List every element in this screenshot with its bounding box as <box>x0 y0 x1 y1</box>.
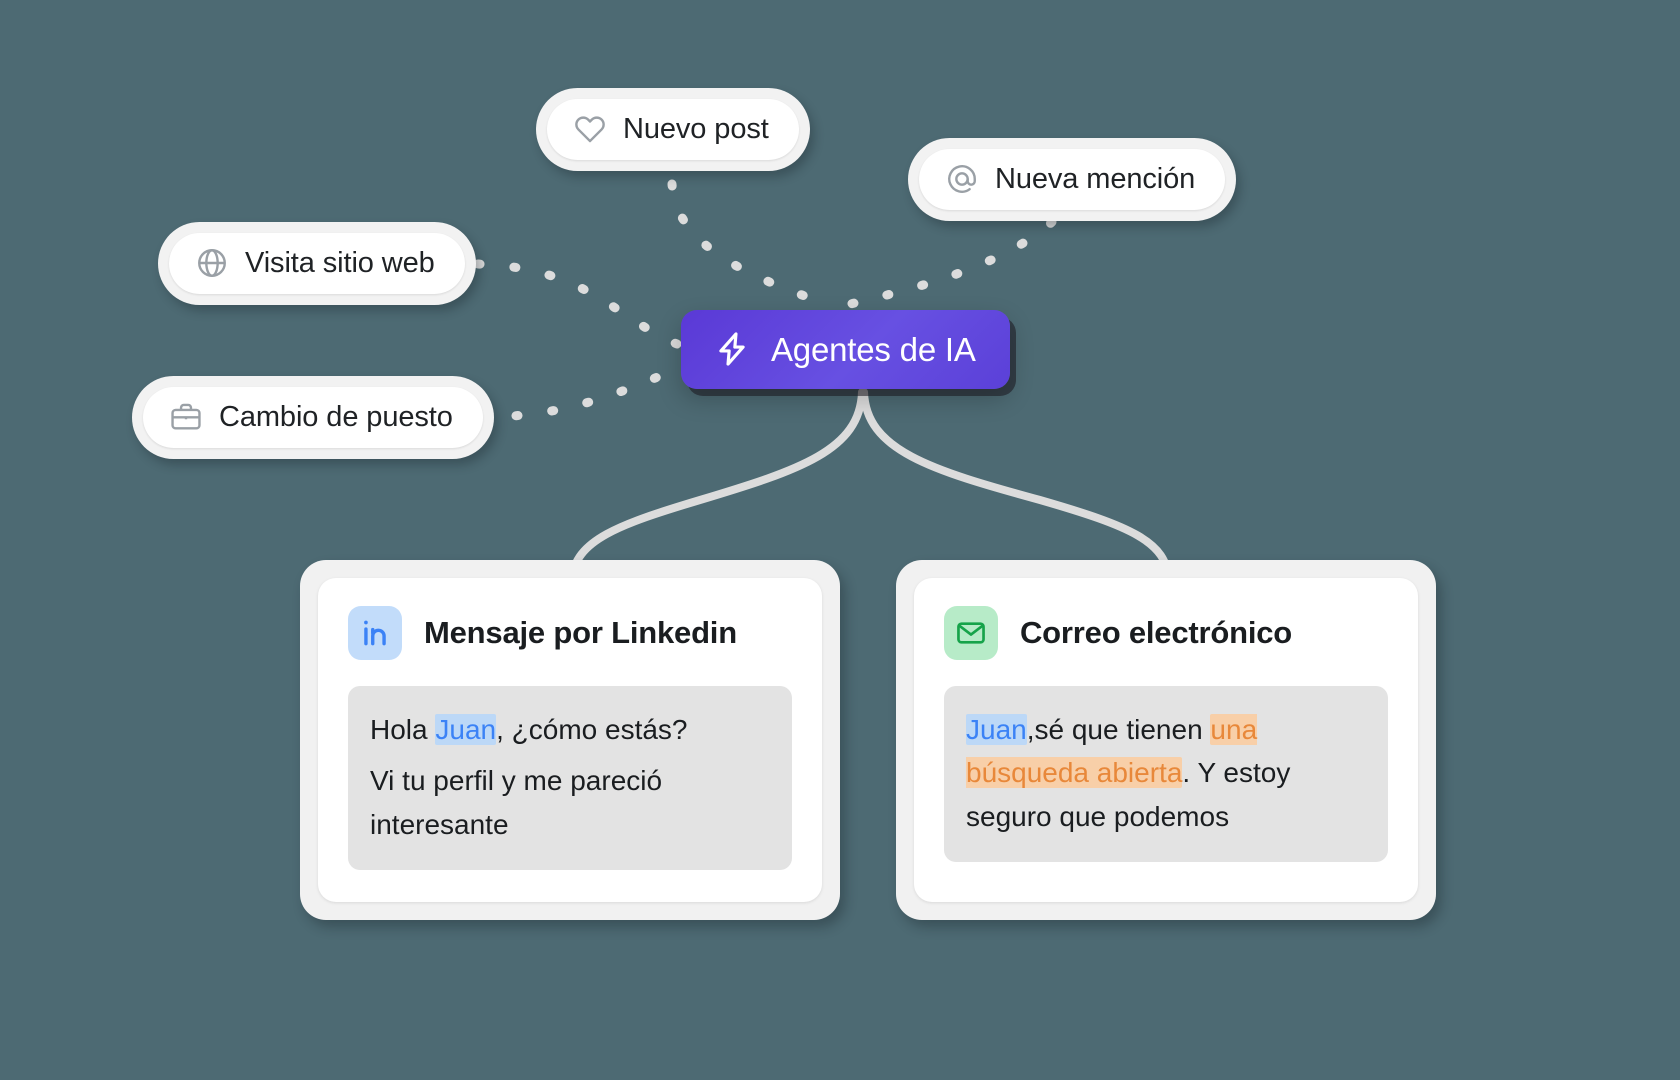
trigger-pill-nueva-mencion[interactable]: Nueva mención <box>908 138 1237 221</box>
trigger-pill-label: Nueva mención <box>995 162 1196 195</box>
message-line-1: Hola Juan, ¿cómo estás? <box>370 708 770 751</box>
connector-nueva-mencion <box>837 217 1057 311</box>
connector-visita-sitio-web <box>473 259 705 357</box>
trigger-pill-inner[interactable]: Nuevo post <box>547 99 799 160</box>
message-text-pre: Hola <box>370 714 436 745</box>
linkedin-icon <box>348 606 402 660</box>
channel-card-header: Mensaje por Linkedin <box>348 606 792 660</box>
message-line-1: Juan,sé que tienen una búsqueda abierta.… <box>966 708 1366 838</box>
message-text-tail: . Y estoy seguro que podemos <box>966 757 1291 832</box>
trigger-pill-nuevo-post[interactable]: Nuevo post <box>536 88 810 171</box>
connector-nuevo-post <box>667 179 837 311</box>
channel-card-title: Mensaje por Linkedin <box>424 615 737 650</box>
lightning-bolt-icon <box>713 330 751 368</box>
message-text-mid: ,sé que tienen <box>1026 714 1211 745</box>
highlight-name: Juan <box>435 714 497 745</box>
trigger-pill-inner[interactable]: Nueva mención <box>919 149 1226 210</box>
connector-agent-to-email <box>860 388 1172 584</box>
trigger-pill-label: Cambio de puesto <box>219 400 453 433</box>
message-bubble: Juan,sé que tienen una búsqueda abierta.… <box>944 686 1388 863</box>
trigger-pill-label: Nuevo post <box>623 112 769 145</box>
channel-card-title: Correo electrónico <box>1020 615 1293 650</box>
trigger-pill-inner[interactable]: Cambio de puesto <box>143 387 483 448</box>
highlight-name: Juan <box>966 714 1027 745</box>
trigger-pill-label: Visita sitio web <box>245 246 435 279</box>
trigger-pill-cambio-de-puesto[interactable]: Cambio de puesto <box>132 376 494 459</box>
at-sign-icon <box>945 162 979 196</box>
message-line-2: Vi tu perfil y me pareció interesante <box>370 765 663 840</box>
connector-cambio-de-puesto <box>475 355 705 422</box>
trigger-pill-visita-sitio-web[interactable]: Visita sitio web <box>158 222 476 305</box>
message-text-post: , ¿cómo estás? <box>496 714 688 745</box>
globe-icon <box>195 246 229 280</box>
briefcase-icon <box>169 400 203 434</box>
agent-node-label: Agentes de IA <box>771 330 976 368</box>
connector-agent-to-linkedin <box>568 388 866 584</box>
message-bubble: Hola Juan, ¿cómo estás? Vi tu perfil y m… <box>348 686 792 871</box>
agent-node[interactable]: Agentes de IA <box>681 310 1010 389</box>
trigger-pill-inner[interactable]: Visita sitio web <box>169 233 465 294</box>
channel-card-email[interactable]: Correo electrónico Juan,sé que tienen un… <box>896 560 1436 920</box>
channel-card-inner: Correo electrónico Juan,sé que tienen un… <box>914 578 1418 902</box>
channel-card-header: Correo electrónico <box>944 606 1388 660</box>
envelope-icon <box>944 606 998 660</box>
channel-card-linkedin[interactable]: Mensaje por Linkedin Hola Juan, ¿cómo es… <box>300 560 840 920</box>
heart-icon <box>573 112 607 146</box>
channel-card-inner: Mensaje por Linkedin Hola Juan, ¿cómo es… <box>318 578 822 902</box>
